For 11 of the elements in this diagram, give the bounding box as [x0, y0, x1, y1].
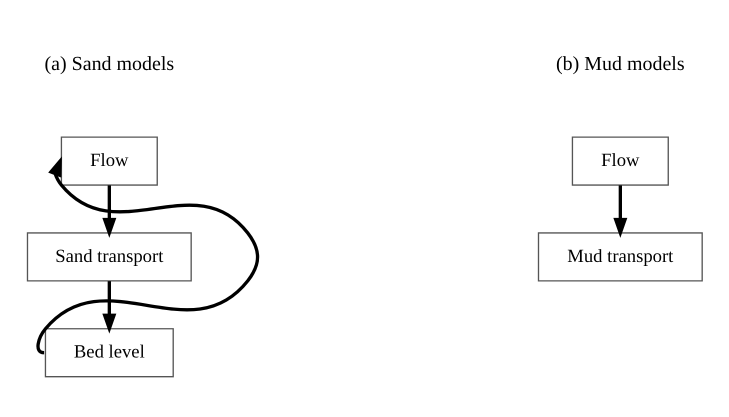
label: (b) Mud models: [556, 52, 685, 74]
label: (a) Sand models: [44, 52, 174, 74]
node-box: Flow: [572, 136, 669, 186]
node-box: Bed level: [44, 328, 174, 377]
arrow: [36, 156, 260, 354]
node-box: Flow: [60, 136, 158, 186]
arrow: [613, 184, 628, 238]
arrow: [102, 184, 116, 238]
node-box: Mud transport: [538, 232, 703, 282]
arrow: [102, 280, 116, 334]
node-box: Sand transport: [26, 232, 192, 282]
